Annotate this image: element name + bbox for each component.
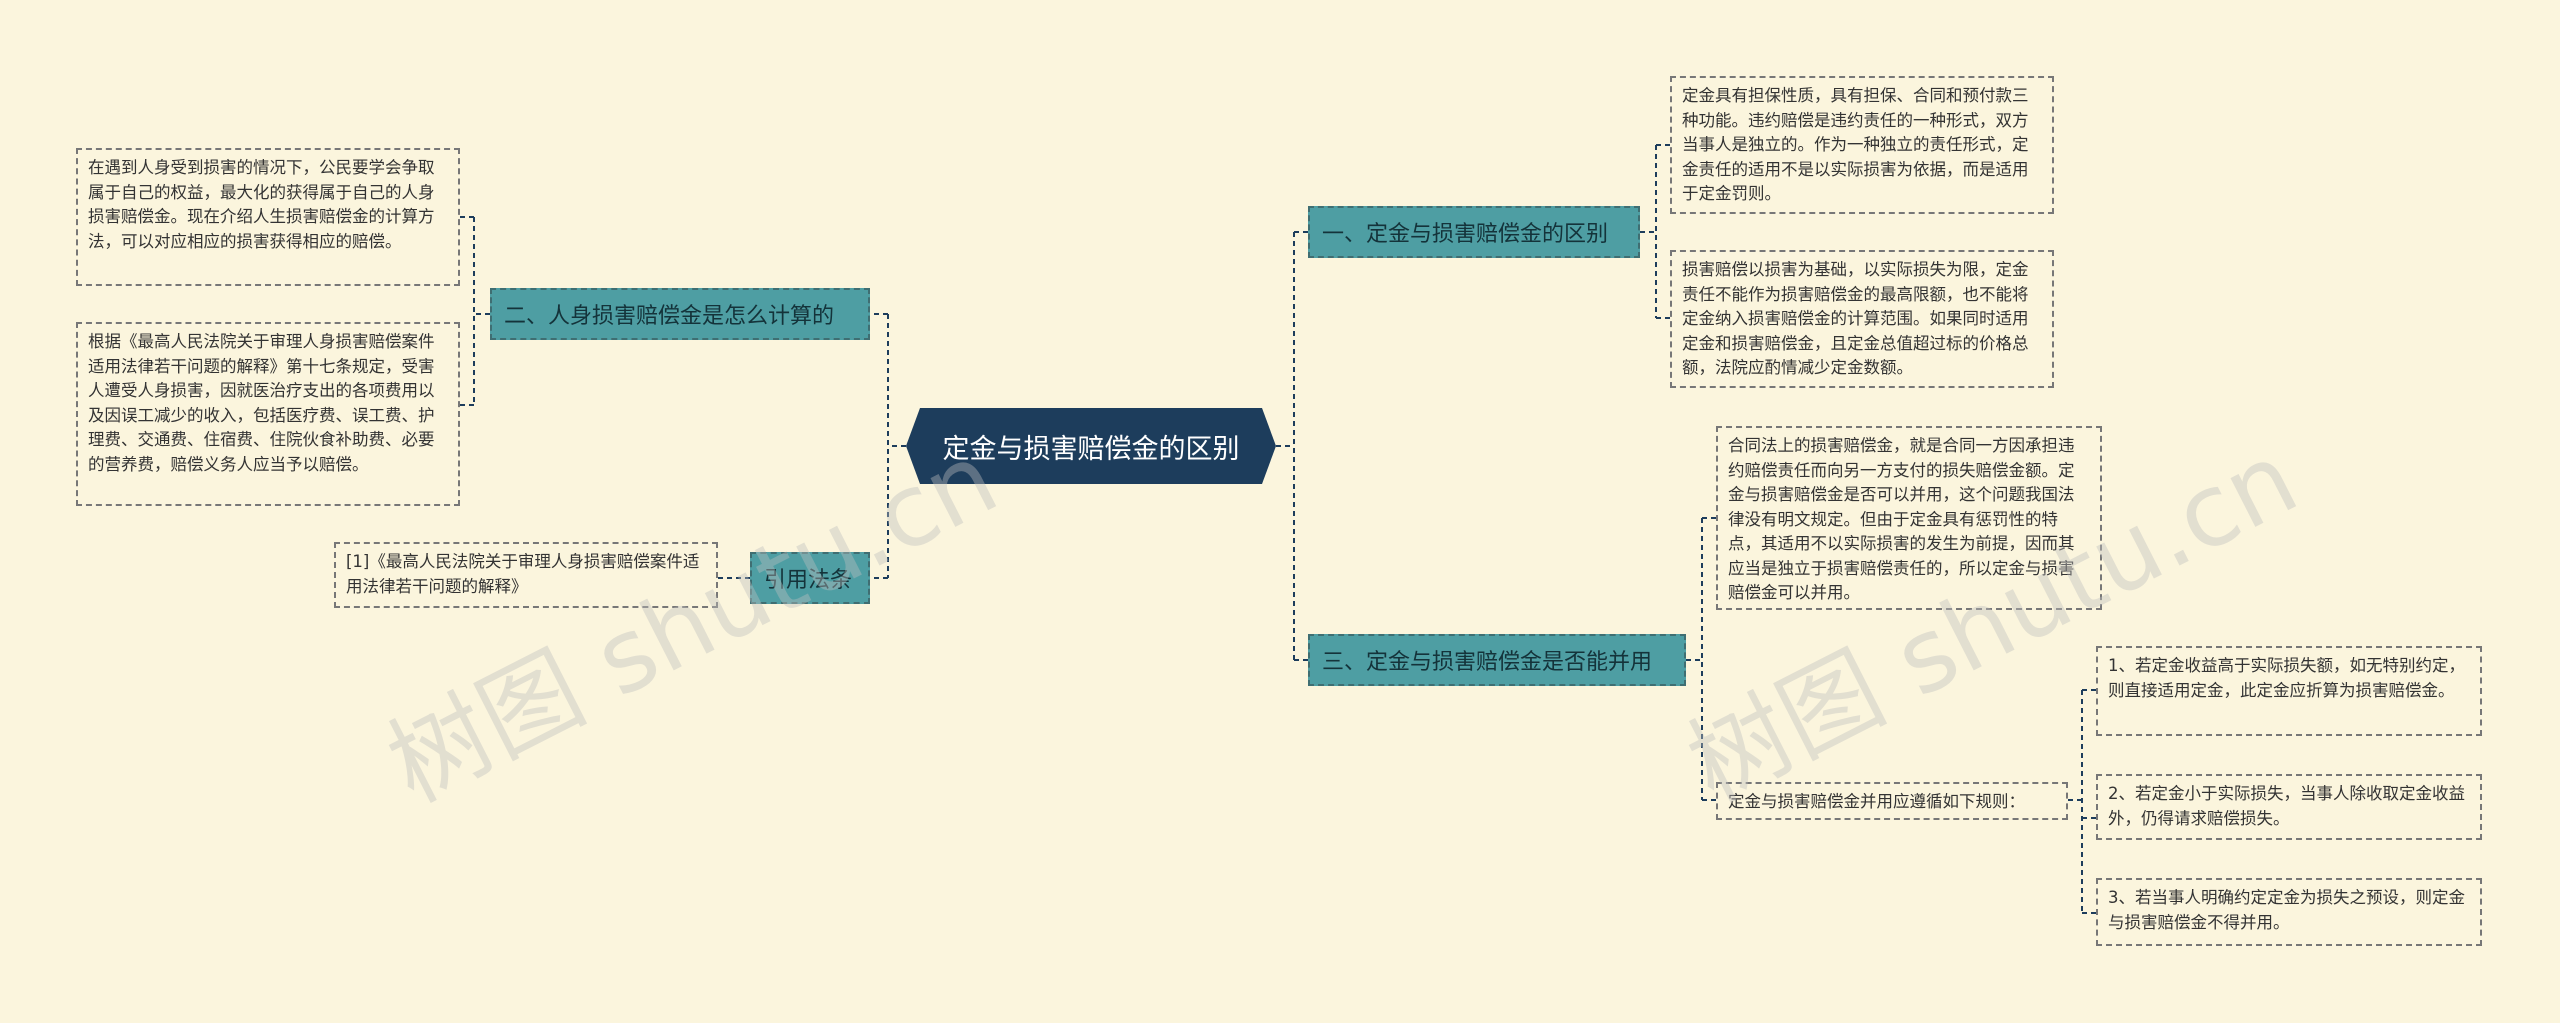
leaf-legal-basis[interactable]: 根据《最高人民法院关于审理人身损害赔偿案件适用法律若干问题的解释》第十七条规定，… (76, 322, 460, 506)
leaf-citation-text: [1]《最高人民法院关于审理人身损害赔偿案件适用法律若干问题的解释》 (346, 552, 700, 596)
branch-calculation-label: 二、人身损害赔偿金是怎么计算的 (504, 304, 835, 329)
link-b3-leaves (1686, 517, 1716, 801)
link-rules-leaves (2068, 689, 2096, 914)
leaf-personal-injury-intro[interactable]: 在遇到人身受到损害的情况下，公民要学会争取属于自己的权益，最大化的获得属于自己的… (76, 148, 460, 286)
branch-citations-label: 引用法条 (764, 568, 853, 593)
leaf-rule-2[interactable]: 2、若定金小于实际损失，当事人除收取定金收益外，仍得请求赔偿损失。 (2096, 774, 2482, 840)
leaf-citation[interactable]: [1]《最高人民法院关于审理人身损害赔偿案件适用法律若干问题的解释》 (334, 542, 718, 608)
leaf-rule-1[interactable]: 1、若定金收益高于实际损失额，如无特别约定，则直接适用定金，此定金应折算为损害赔… (2096, 646, 2482, 736)
branch-combined-use-label: 三、定金与损害赔偿金是否能并用 (1322, 650, 1653, 675)
branch-difference[interactable]: 一、定金与损害赔偿金的区别 (1308, 206, 1640, 258)
link-b2-leaves (460, 216, 490, 406)
leaf-deposit-nature[interactable]: 定金具有担保性质，具有担保、合同和预付款三种功能。违约赔偿是违约责任的一种形式，… (1670, 76, 2054, 214)
root-topic[interactable]: 定金与损害赔偿金的区别 (906, 408, 1276, 484)
leaf-rule-1-text: 1、若定金收益高于实际损失额，如无特别约定，则直接适用定金，此定金应折算为损害赔… (2108, 656, 2465, 700)
leaf-damage-basis-text: 损害赔偿以损害为基础，以实际损失为限，定金责任不能作为损害赔偿金的最高限额，也不… (1682, 260, 2029, 377)
leaf-rule-3-text: 3、若当事人明确约定定金为损失之预设，则定金与损害赔偿金不得并用。 (2108, 888, 2465, 932)
link-root-b1-b3 (1276, 231, 1308, 661)
branch-calculation[interactable]: 二、人身损害赔偿金是怎么计算的 (490, 288, 870, 340)
leaf-personal-injury-intro-text: 在遇到人身受到损害的情况下，公民要学会争取属于自己的权益，最大化的获得属于自己的… (88, 158, 435, 251)
link-root-b2-b4 (870, 313, 906, 579)
leaf-rule-2-text: 2、若定金小于实际损失，当事人除收取定金收益外，仍得请求赔偿损失。 (2108, 784, 2465, 828)
root-topic-label: 定金与损害赔偿金的区别 (942, 433, 1240, 465)
leaf-contract-damages[interactable]: 合同法上的损害赔偿金，就是合同一方因承担违约赔偿责任而向另一方支付的损失赔偿金额… (1716, 426, 2102, 610)
leaf-contract-damages-text: 合同法上的损害赔偿金，就是合同一方因承担违约赔偿责任而向另一方支付的损失赔偿金额… (1728, 436, 2075, 602)
branch-combined-use[interactable]: 三、定金与损害赔偿金是否能并用 (1308, 634, 1686, 686)
leaf-rules-intro-text: 定金与损害赔偿金并用应遵循如下规则： (1728, 792, 2025, 811)
branch-difference-label: 一、定金与损害赔偿金的区别 (1322, 222, 1609, 247)
leaf-legal-basis-text: 根据《最高人民法院关于审理人身损害赔偿案件适用法律若干问题的解释》第十七条规定，… (88, 332, 435, 474)
leaf-rule-3[interactable]: 3、若当事人明确约定定金为损失之预设，则定金与损害赔偿金不得并用。 (2096, 878, 2482, 946)
branch-citations[interactable]: 引用法条 (750, 552, 870, 604)
leaf-rules-intro[interactable]: 定金与损害赔偿金并用应遵循如下规则： (1716, 782, 2068, 820)
link-b1-leaves (1640, 144, 1670, 319)
leaf-deposit-nature-text: 定金具有担保性质，具有担保、合同和预付款三种功能。违约赔偿是违约责任的一种形式，… (1682, 86, 2029, 203)
leaf-damage-basis[interactable]: 损害赔偿以损害为基础，以实际损失为限，定金责任不能作为损害赔偿金的最高限额，也不… (1670, 250, 2054, 388)
